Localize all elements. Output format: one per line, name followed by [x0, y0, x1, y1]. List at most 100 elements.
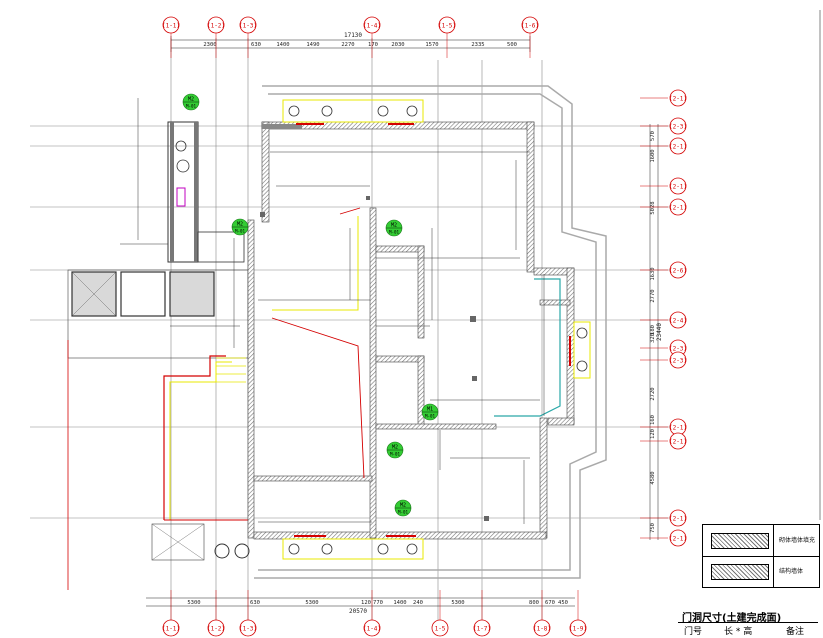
- legend-row-structure: 结构墙体: [703, 556, 819, 587]
- dimension-label: 2770: [650, 289, 656, 302]
- dimension-label: 570: [650, 131, 656, 141]
- bottom-axis-markers: (1-1) (1-2) (1-3) (1-4) 1-5 (1-7) (1-8) (1-9): [162, 590, 587, 637]
- axis-bubble-circle: [473, 619, 491, 637]
- door-size-table: 门洞尺寸(土建完成面) 门号 长 * 高 备注: [678, 609, 818, 637]
- axis-label: (1-1): [162, 23, 180, 30]
- tag-sheet: M-01: [235, 229, 246, 234]
- right-axis-bubble: (2-1): [669, 137, 687, 155]
- dimension-label: 5300: [305, 600, 318, 606]
- axis-bubble-circle: [669, 509, 687, 527]
- right-overall-dimension: 23440: [656, 323, 663, 341]
- col-door-size: 长 * 高: [724, 627, 753, 637]
- dimension-label: 120: [650, 429, 656, 439]
- tag-code: M2: [392, 445, 398, 451]
- axis-bubble-circle: [207, 619, 225, 637]
- axis-label: (1-2): [207, 23, 225, 30]
- teal-partition: [494, 278, 561, 417]
- dimension-label: 800: [529, 600, 539, 606]
- axis-label: (1-2): [207, 626, 225, 633]
- axis-bubble-circle: [533, 619, 551, 637]
- axis-bubble-circle: [669, 351, 687, 369]
- hatch-swatch: [711, 533, 769, 549]
- right-axis-bubble: (2-3): [669, 339, 687, 357]
- axis-label: (2-1): [669, 516, 687, 523]
- red-room-outline: [271, 207, 365, 479]
- axis-label: (1-5): [438, 23, 456, 30]
- bottom-dimension-chain: [146, 597, 575, 607]
- axis-bubble-circle: [363, 619, 381, 637]
- dimension-label: 770: [373, 600, 383, 606]
- outer-footprint: [254, 85, 607, 579]
- tag-code: M2: [188, 97, 194, 103]
- bottom-axis-bubble: (1-3): [239, 619, 257, 637]
- axis-bubble-circle: [569, 619, 587, 637]
- axis-label: (1-8): [533, 626, 551, 633]
- dimension-label: 1400: [276, 42, 289, 48]
- axis-label: (1-6): [521, 23, 539, 30]
- dimension-label: 500: [507, 42, 517, 48]
- axis-label: (2-1): [669, 536, 687, 543]
- right-axis-bubble: (2-1): [669, 509, 687, 527]
- interior-dimension-lines: [120, 98, 545, 524]
- axis-label: (1-4): [363, 626, 381, 633]
- bottom-axis-bubble: (1-7): [473, 619, 491, 637]
- dimension-label: 180: [650, 325, 656, 335]
- dimension-label: 160: [650, 415, 656, 425]
- plan-tag: M2M-01: [231, 218, 249, 236]
- axis-bubble-circle: [239, 619, 257, 637]
- bottom-axis-bubble: (1-9): [569, 619, 587, 637]
- door-table-title: 门洞尺寸(土建完成面): [682, 613, 782, 624]
- axis-label: 1-5: [435, 626, 446, 633]
- col-door-note: 备注: [786, 627, 805, 637]
- axis-label: (2-3): [669, 346, 687, 353]
- right-axis-bubble: (2-4): [669, 311, 687, 329]
- dimension-label: 170: [368, 42, 378, 48]
- axis-bubble-circle: [669, 117, 687, 135]
- dimension-label: 5300: [187, 600, 200, 606]
- pipe-route: [163, 355, 248, 521]
- tag-sheet: M-01: [389, 230, 400, 235]
- top-axis-bubble: (1-6): [521, 16, 539, 34]
- axis-bubble-circle: [669, 311, 687, 329]
- axis-label: (1-1): [162, 626, 180, 633]
- right-axis-bubble: (2-6): [669, 261, 687, 279]
- bottom-overall-dimension: 20570: [349, 608, 367, 615]
- right-axis-bubble: (2-3): [669, 117, 687, 135]
- axis-bubble-circle: [162, 619, 180, 637]
- axis-bubble-circle: [669, 198, 687, 216]
- axis-bubble-circle: [669, 89, 687, 107]
- axis-bubble-circle: [521, 16, 539, 34]
- right-dimension-labels: 5701600502816302770180320272016012045807…: [650, 131, 656, 533]
- plan-tag: M2M-01: [182, 93, 200, 111]
- axis-label: (1-3): [239, 626, 257, 633]
- axis-bubble-circle: [669, 432, 687, 450]
- axis-bubble-circle: [438, 16, 456, 34]
- axis-label: (1-3): [239, 23, 257, 30]
- tag-sheet: M-01: [398, 510, 409, 515]
- axis-bubble-circle: [669, 261, 687, 279]
- dimension-label: 1600: [650, 149, 656, 162]
- right-axis-bubble: (2-1): [669, 198, 687, 216]
- axis-bubble-circle: [239, 16, 257, 34]
- legend-divider: [773, 525, 774, 556]
- plan-tag: M2M-01: [386, 441, 404, 459]
- axis-label: (2-1): [669, 425, 687, 432]
- hatch-legend: 砌体墙体填充 结构墙体: [702, 524, 820, 588]
- door-openings: [294, 123, 571, 537]
- bottom-axis-bubble: (1-4): [363, 619, 381, 637]
- dimension-label: 1570: [425, 42, 438, 48]
- dimension-label: 120: [361, 600, 371, 606]
- bottom-axis-bubble: (1-2): [207, 619, 225, 637]
- top-overall-dimension: 17130: [344, 32, 362, 39]
- right-axis-bubble: (2-1): [669, 177, 687, 195]
- legend-label: 结构墙体: [779, 568, 804, 575]
- axis-bubble-circle: [207, 16, 225, 34]
- axis-bubble-circle: [162, 16, 180, 34]
- col-door-number: 门号: [684, 627, 703, 637]
- yellow-fixtures: [282, 99, 591, 560]
- tag-code: M2: [400, 503, 406, 509]
- tag-code: M2: [391, 223, 397, 229]
- axis-label: (2-3): [669, 358, 687, 365]
- tag-code: M2: [237, 222, 243, 228]
